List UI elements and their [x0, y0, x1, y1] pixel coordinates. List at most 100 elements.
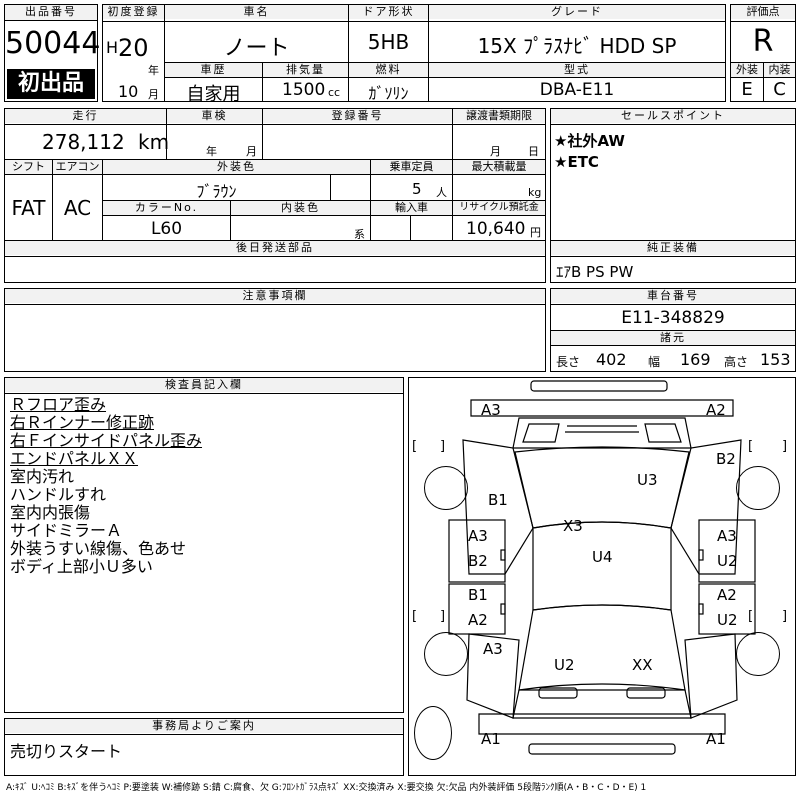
- grade: 15X ﾌﾟﾗｽﾅﾋﾞ HDD SP: [477, 34, 677, 58]
- damage-roof: U3: [637, 471, 658, 489]
- recycle-fee: 10,640: [466, 219, 526, 239]
- first-reg-year: 20: [118, 34, 149, 62]
- length: 402: [596, 350, 627, 369]
- damage-right-front-door-bottom: U2: [717, 611, 738, 629]
- capacity-label: 乗車定員: [371, 160, 452, 174]
- bracket-front-left: [: [412, 609, 418, 624]
- exterior-color: ﾌﾞﾗｳﾝ: [196, 182, 237, 201]
- standard-equip-label: 純正装備: [551, 241, 795, 255]
- interior-color-label: 内装色: [231, 201, 370, 215]
- remark-line: 右Ｒインナー修正跡: [10, 413, 155, 432]
- damage-left-rear-door-top: A3: [468, 527, 488, 545]
- chassis-number: E11-348829: [621, 308, 725, 328]
- damage-right-rear-door-top: A3: [717, 527, 737, 545]
- height-label: 高さ: [724, 355, 749, 369]
- remark-line: 右Ｆインサイドパネル歪み: [10, 431, 203, 450]
- standard-equip: ｴｱB PS PW: [556, 263, 634, 281]
- ac-label: エアコン: [53, 160, 102, 174]
- color-no-label: カラーNo.: [103, 201, 230, 215]
- year-unit: 年: [148, 64, 159, 77]
- remark-line: Ｒフロア歪み: [10, 395, 107, 414]
- air-conditioner: AC: [63, 196, 92, 220]
- damage-right-rear-door-bottom: U2: [717, 552, 738, 570]
- recycle-label: リサイクル預託金: [453, 201, 545, 215]
- first-reg-month: 10: [118, 82, 139, 101]
- import-label: 輸入車: [371, 201, 452, 215]
- model: DBA-E11: [539, 80, 615, 100]
- fuel-label: 燃料: [349, 63, 428, 77]
- fuel: ｶﾞｿﾘﾝ: [368, 84, 409, 103]
- damage-roof-front: U4: [592, 548, 613, 566]
- inspection-year-unit: 年: [206, 145, 217, 158]
- inspection-month-unit: 月: [246, 145, 257, 158]
- width-label: 幅: [648, 355, 661, 369]
- max-load-unit: kg: [528, 186, 542, 199]
- wheel-rear-left: [424, 466, 468, 510]
- mileage-label: 走行: [5, 109, 166, 123]
- exterior-grade: E: [741, 79, 753, 100]
- notes-box: [4, 288, 546, 372]
- inspector-label: 検査員記入欄: [5, 378, 403, 392]
- damage-diagram-box: [408, 377, 796, 776]
- interior-grade: C: [773, 79, 786, 100]
- damage-pillar: X3: [563, 517, 583, 535]
- lot-number-label: 出品番号: [5, 5, 97, 21]
- mileage-unit: km: [138, 130, 170, 154]
- recycle-unit: 円: [530, 226, 541, 239]
- width: 169: [680, 350, 711, 369]
- displacement-unit: cc: [328, 86, 341, 99]
- era: H: [106, 38, 119, 57]
- damage-left-front-door-bottom: A2: [468, 611, 488, 629]
- interior-grade-label: 内装: [764, 63, 795, 77]
- shift: FAT: [11, 196, 46, 220]
- damage-left-front-fender: A3: [483, 640, 503, 658]
- damage-front-right: A1: [706, 730, 726, 748]
- inspector-box: [4, 377, 404, 713]
- history-label: 車歴: [165, 63, 262, 77]
- mileage: 278,112: [42, 130, 125, 154]
- spare-tire: [414, 706, 452, 760]
- score-label: 評価点: [731, 5, 795, 19]
- damage-left-front-door-top: B1: [468, 586, 488, 604]
- door-type: 5HB: [367, 30, 410, 54]
- bracket-rear-right-close: ]: [782, 439, 788, 454]
- door-label: ドア形状: [349, 5, 428, 19]
- exterior-grade-label: 外装: [731, 63, 763, 77]
- damage-front-left: A1: [481, 730, 501, 748]
- transfer-day-unit: 日: [528, 145, 539, 158]
- office-label: 事務局よりご案内: [5, 719, 403, 733]
- interior-color-unit: 系: [354, 228, 365, 241]
- bracket-front-left-close: ]: [440, 609, 446, 624]
- grade-label: グレード: [429, 5, 725, 19]
- remark-line: 室内内張傷: [10, 503, 91, 522]
- month-unit: 月: [148, 88, 159, 101]
- sales-points-label: セールスポイント: [551, 109, 795, 123]
- max-load-label: 最大積載量: [453, 160, 545, 174]
- inspector-remarks: Ｒフロア歪み 右Ｒインナー修正跡 右Ｆインサイドパネル歪み エンドパネルＸＸ 室…: [10, 396, 390, 576]
- bracket-front-right: [: [748, 609, 754, 624]
- transfer-month-unit: 月: [490, 145, 501, 158]
- capacity: 5: [412, 180, 422, 198]
- dimensions-label: 諸元: [551, 331, 795, 345]
- displacement: 1500: [282, 80, 326, 100]
- spec-grid: [4, 108, 546, 283]
- damage-right-rear-fender: B2: [716, 450, 736, 468]
- capacity-unit: 人: [436, 186, 447, 199]
- damage-right-front-door-top: A2: [717, 586, 737, 604]
- wheel-rear-right: [736, 466, 780, 510]
- sales-point-1: ★社外AW: [554, 132, 625, 150]
- shift-label: シフト: [5, 160, 52, 174]
- damage-rear-right: A2: [706, 401, 726, 419]
- bracket-rear-left: [: [412, 439, 418, 454]
- office-box: [4, 718, 404, 776]
- remark-line: エンドパネルＸＸ: [10, 449, 139, 468]
- remark-line: ボディ上部小Ｕ多い: [10, 557, 153, 576]
- bracket-rear-left-close: ]: [440, 439, 446, 454]
- transfer-docs-label: 譲渡書類期限: [453, 109, 545, 123]
- lot-number: 50044: [5, 26, 101, 61]
- remark-line: 室内汚れ: [10, 467, 75, 486]
- remark-line: ハンドルすれ: [10, 485, 107, 504]
- header-grid: [102, 4, 726, 102]
- damage-hood-left: U2: [554, 656, 575, 674]
- first-reg-label: 初度登録: [103, 5, 164, 19]
